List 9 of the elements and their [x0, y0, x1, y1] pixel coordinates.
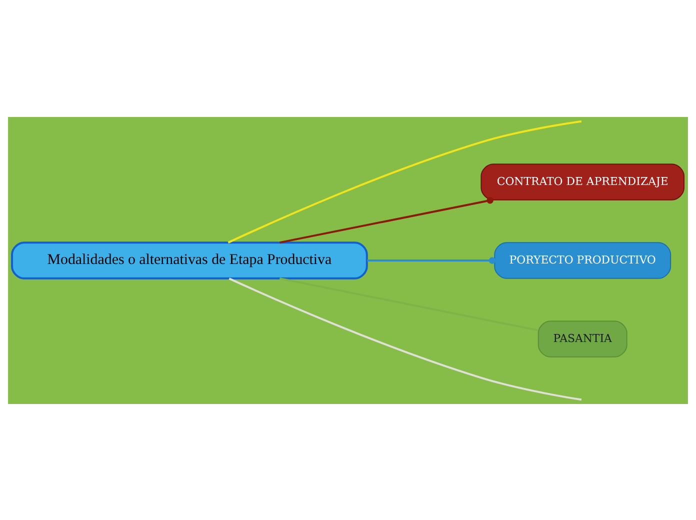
node-box: CONTRATO DE APRENDIZAJE — [480, 163, 684, 200]
node-box: Modalidades o alternativas de Etapa Productiva — [11, 241, 368, 279]
connector — [280, 276, 538, 331]
node-box: PORYECTO PRODUCTIVO — [494, 242, 672, 278]
connector — [367, 256, 496, 264]
connector — [228, 120, 582, 243]
connector — [228, 277, 582, 400]
node-box: PASANTIA — [538, 320, 628, 357]
connector — [280, 196, 494, 244]
